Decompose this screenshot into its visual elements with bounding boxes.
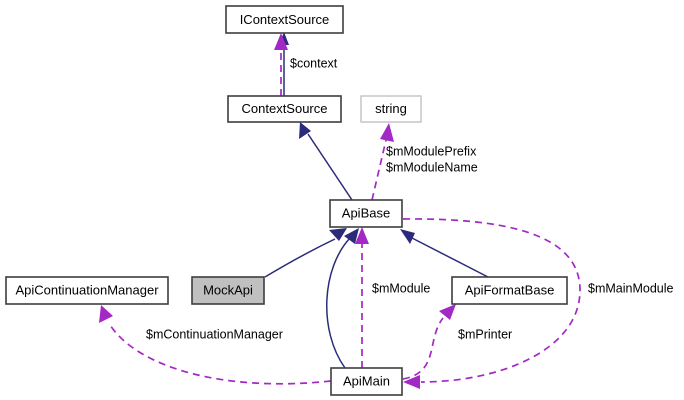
node-box-icontextsource[interactable] <box>225 5 344 34</box>
edge-label-printer: $mPrinter <box>458 327 512 341</box>
edge-label-module-prefix: $mModulePrefix <box>386 144 477 158</box>
node-box-apimain[interactable] <box>330 367 403 396</box>
edge-apibase-to-apimain <box>402 218 581 389</box>
node-string[interactable]: string <box>360 95 422 123</box>
edge-apimain-to-apiformatbase <box>402 304 456 380</box>
node-icontextsource[interactable]: IContextSource <box>225 5 344 34</box>
node-contextsource[interactable]: ContextSource <box>227 95 342 123</box>
edge-label-main-module: $mMainModule <box>588 281 674 295</box>
edge-label-module-name: $mModuleName <box>386 160 478 174</box>
node-layer: IContextSource ContextSource string ApiB… <box>5 5 568 396</box>
node-apibase[interactable]: ApiBase <box>329 199 403 228</box>
node-box-contextsource[interactable] <box>227 95 342 123</box>
edge-apimain-to-apibase-usage <box>355 227 369 368</box>
node-apicontinuationmanager[interactable]: ApiContinuationManager <box>5 276 169 305</box>
node-box-apibase[interactable] <box>329 199 403 228</box>
edge-contextsource-to-icontextsource-usage <box>274 33 288 96</box>
edge-apibase-to-contextsource <box>299 122 353 201</box>
edge-label-continuation-manager: $mContinuationManager <box>146 327 283 341</box>
node-box-apicontinuationmanager[interactable] <box>5 276 169 305</box>
edge-apibase-to-string <box>371 123 394 201</box>
node-box-apiformatbase[interactable] <box>451 276 568 305</box>
edge-label-module: $mModule <box>372 281 430 295</box>
node-box-string[interactable] <box>360 95 422 123</box>
edge-mockapi-to-apibase <box>264 228 347 278</box>
node-apiformatbase[interactable]: ApiFormatBase <box>451 276 568 305</box>
edge-layer <box>99 32 581 389</box>
edge-label-context: $context <box>290 56 338 70</box>
node-box-mockapi[interactable] <box>191 276 265 305</box>
node-mockapi[interactable]: MockApi <box>191 276 265 305</box>
edge-apiformatbase-to-apibase <box>400 229 489 278</box>
edge-apimain-to-apicontinuationmanager <box>99 305 332 385</box>
edge-apimain-to-apibase-inherit <box>325 228 359 369</box>
node-apimain[interactable]: ApiMain <box>330 367 403 396</box>
